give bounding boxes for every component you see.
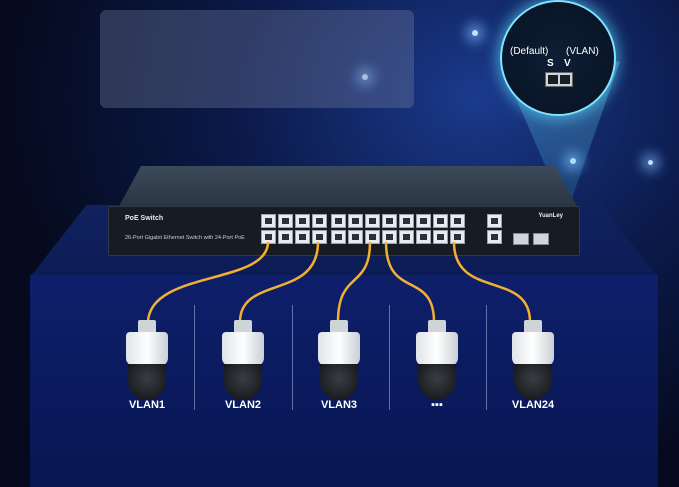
zoom-lens <box>500 0 616 116</box>
camera-dome <box>320 364 358 400</box>
light-spot <box>362 74 368 80</box>
ethernet-port[interactable] <box>433 214 448 228</box>
camera-label: VLAN2 <box>224 399 262 411</box>
ethernet-port[interactable] <box>261 230 276 244</box>
light-spot <box>570 158 576 164</box>
camera-label: VLAN24 <box>511 399 555 411</box>
camera-dome <box>128 364 166 400</box>
camera-label: ▪▪▪ <box>431 399 443 411</box>
switch-brand: PoE Switch <box>125 215 164 222</box>
dip-switch[interactable] <box>545 72 573 87</box>
ethernet-port[interactable] <box>433 230 448 244</box>
camera-label: VLAN3 <box>320 399 358 411</box>
divider <box>292 305 293 410</box>
ethernet-port[interactable] <box>382 214 397 228</box>
uplink-port[interactable] <box>487 214 502 228</box>
divider <box>486 305 487 410</box>
ethernet-port[interactable] <box>450 214 465 228</box>
camera-bracket <box>428 320 446 334</box>
ethernet-port[interactable] <box>365 230 380 244</box>
ethernet-port[interactable] <box>312 214 327 228</box>
camera-body <box>416 332 458 366</box>
camera-dome <box>418 364 456 400</box>
ethernet-port[interactable] <box>331 230 346 244</box>
ethernet-port[interactable] <box>416 214 431 228</box>
ip-camera <box>414 320 460 400</box>
ethernet-port[interactable] <box>295 230 310 244</box>
ethernet-port[interactable] <box>399 230 414 244</box>
ethernet-port[interactable] <box>295 214 310 228</box>
camera-bracket <box>234 320 252 334</box>
ethernet-port[interactable] <box>365 214 380 228</box>
camera-body <box>318 332 360 366</box>
ip-camera <box>316 320 362 400</box>
port-group-2 <box>331 214 397 244</box>
camera-bracket <box>138 320 156 334</box>
camera-dome <box>224 364 262 400</box>
ethernet-port[interactable] <box>348 230 363 244</box>
sfp-port[interactable] <box>533 233 549 245</box>
ethernet-port[interactable] <box>312 230 327 244</box>
light-spot <box>472 30 478 36</box>
camera-body <box>512 332 554 366</box>
camera-body <box>126 332 168 366</box>
switch-chassis-top <box>118 166 578 208</box>
light-spot <box>648 160 653 165</box>
ethernet-port[interactable] <box>348 214 363 228</box>
port-group-3 <box>399 214 465 244</box>
uplink-port[interactable] <box>487 230 502 244</box>
dip-v-label: V <box>564 58 571 69</box>
port-group-1 <box>261 214 327 244</box>
ethernet-port[interactable] <box>261 214 276 228</box>
switch-logo: YuanLey <box>538 213 563 219</box>
camera-label: VLAN1 <box>128 399 166 411</box>
blurred-panel <box>100 10 414 108</box>
switch-description: 26-Port Gigabit Ethernet Switch with 24-… <box>125 235 245 241</box>
dip-s-label: S <box>547 58 554 69</box>
ethernet-port[interactable] <box>399 214 414 228</box>
ethernet-port[interactable] <box>278 214 293 228</box>
camera-body <box>222 332 264 366</box>
ip-camera <box>220 320 266 400</box>
ip-camera <box>124 320 170 400</box>
camera-dome <box>514 364 552 400</box>
divider <box>389 305 390 410</box>
ethernet-port[interactable] <box>450 230 465 244</box>
divider <box>194 305 195 410</box>
ip-camera <box>510 320 556 400</box>
camera-bracket <box>330 320 348 334</box>
port-group-uplink <box>487 214 502 244</box>
ethernet-port[interactable] <box>278 230 293 244</box>
ethernet-port[interactable] <box>416 230 431 244</box>
ethernet-port[interactable] <box>382 230 397 244</box>
sfp-port[interactable] <box>513 233 529 245</box>
dip-vlan-label: (VLAN) <box>566 46 599 57</box>
ethernet-port[interactable] <box>331 214 346 228</box>
dip-default-label: (Default) <box>510 46 549 57</box>
poe-switch: PoE Switch 26-Port Gigabit Ethernet Swit… <box>108 206 580 256</box>
camera-bracket <box>524 320 542 334</box>
